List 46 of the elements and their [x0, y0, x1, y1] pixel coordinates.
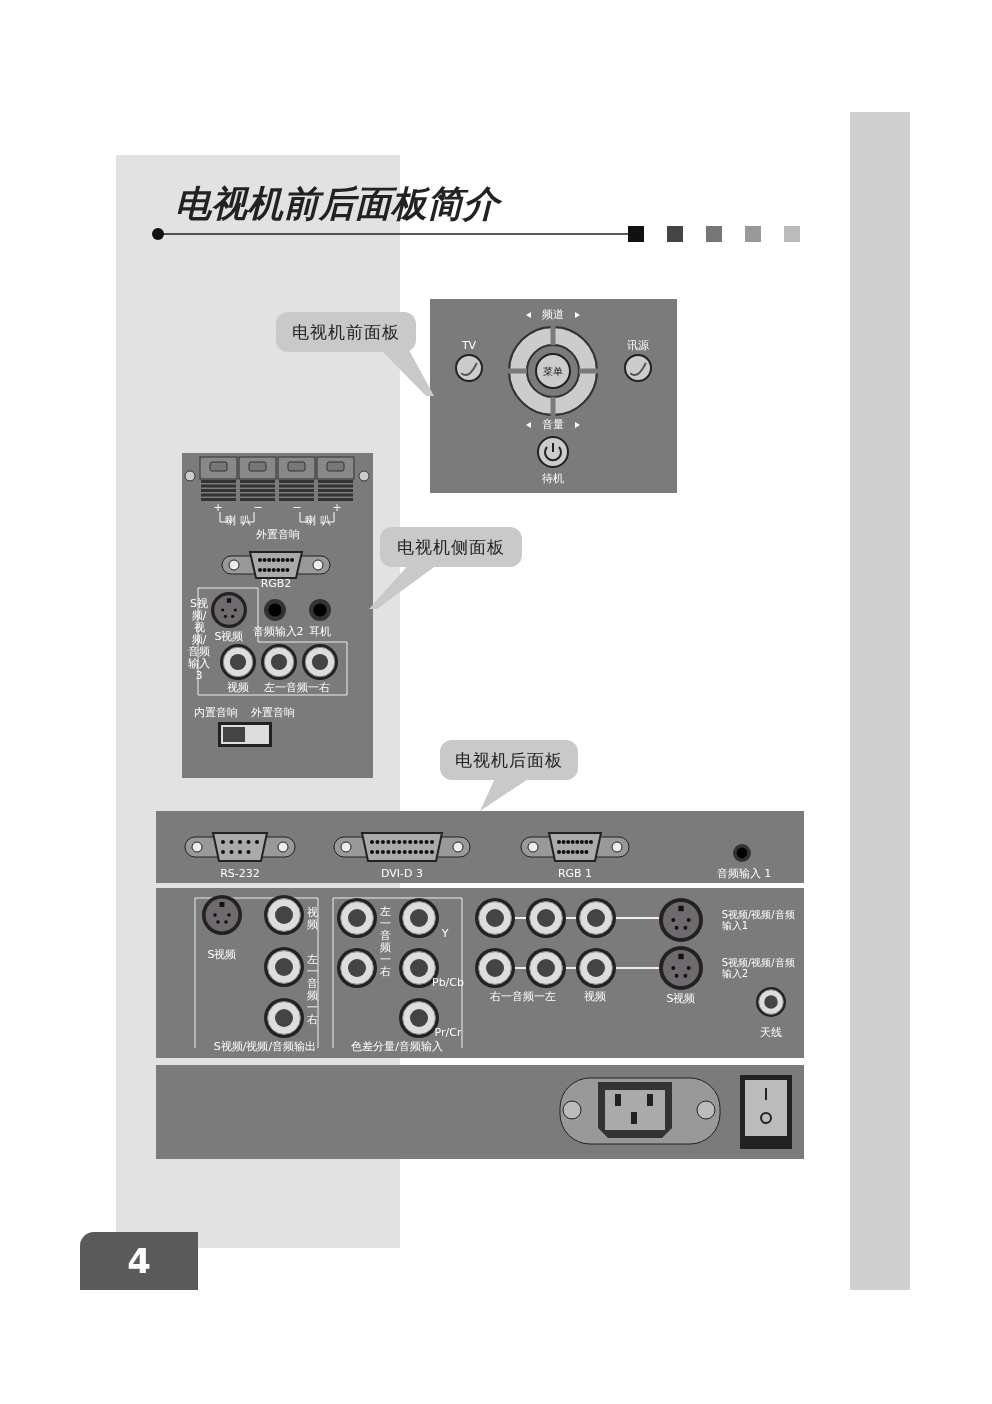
panel-label: DVI-D 3: [381, 867, 423, 881]
panel-label: 左一音频一右: [379, 906, 391, 978]
panel-label: Y: [441, 927, 449, 941]
page-number: 4: [127, 1243, 151, 1281]
callout-tail: [480, 778, 530, 811]
callout-tail: [381, 350, 434, 396]
panel-label: S视频: [207, 948, 237, 962]
panel-label: S视频: [666, 992, 696, 1006]
panel-label: 频道: [542, 308, 564, 322]
panel-label: 右一音频一左: [490, 990, 556, 1004]
panel-label: S视频: [214, 630, 244, 644]
panel-label: RS-232: [220, 867, 260, 881]
callout-bubble: 电视机侧面板: [380, 527, 522, 567]
panel-label: S视频/视频/音频输入2: [721, 957, 796, 979]
panel-label: RGB2: [260, 577, 292, 591]
panel-label: RGB 1: [557, 867, 593, 881]
panel-label: −: [253, 501, 263, 515]
panel-label: 音频输入2: [252, 625, 304, 639]
callout-tail: [369, 565, 437, 609]
panel-label: +: [213, 501, 223, 515]
panel-label: S视频/视频/音频输入1: [721, 909, 796, 931]
panel-label: −: [292, 501, 302, 515]
panel-label: 音量: [542, 418, 564, 432]
panel-label: 耳机: [309, 625, 331, 639]
panel-label: Pb/Cb: [432, 976, 464, 990]
panel-label: 视频: [584, 990, 606, 1004]
panel-label: 外置音响: [256, 528, 300, 542]
panel-label: 菜单: [543, 365, 563, 377]
panel-label: 内置音响: [194, 706, 238, 720]
panel-label: S视频/视频/音频输入3: [187, 598, 211, 682]
panel-label: TV: [461, 339, 477, 353]
panel-label: 待机: [542, 472, 564, 486]
panel-label: 讯源: [627, 339, 649, 353]
panel-label: 左一音频一右: [264, 681, 330, 695]
panel-label: Pr/Cr: [434, 1026, 462, 1040]
panel-label: 喇 叭: [305, 514, 331, 528]
panel-label: 色差分量/音频输入: [351, 1040, 443, 1054]
panel-label: 左一音频一右: [306, 954, 318, 1026]
panel-label: 喇 叭: [225, 514, 251, 528]
panel-label: S视频/视频/音频输出: [213, 1040, 317, 1054]
panel-label: 视频: [306, 907, 318, 931]
panel-label: 天线: [760, 1026, 782, 1040]
panel-label: 外置音响: [251, 706, 295, 720]
panel-label: +: [332, 501, 342, 515]
panel-label: 视频: [227, 681, 249, 695]
panel-label: 音频输入 1: [716, 867, 772, 881]
